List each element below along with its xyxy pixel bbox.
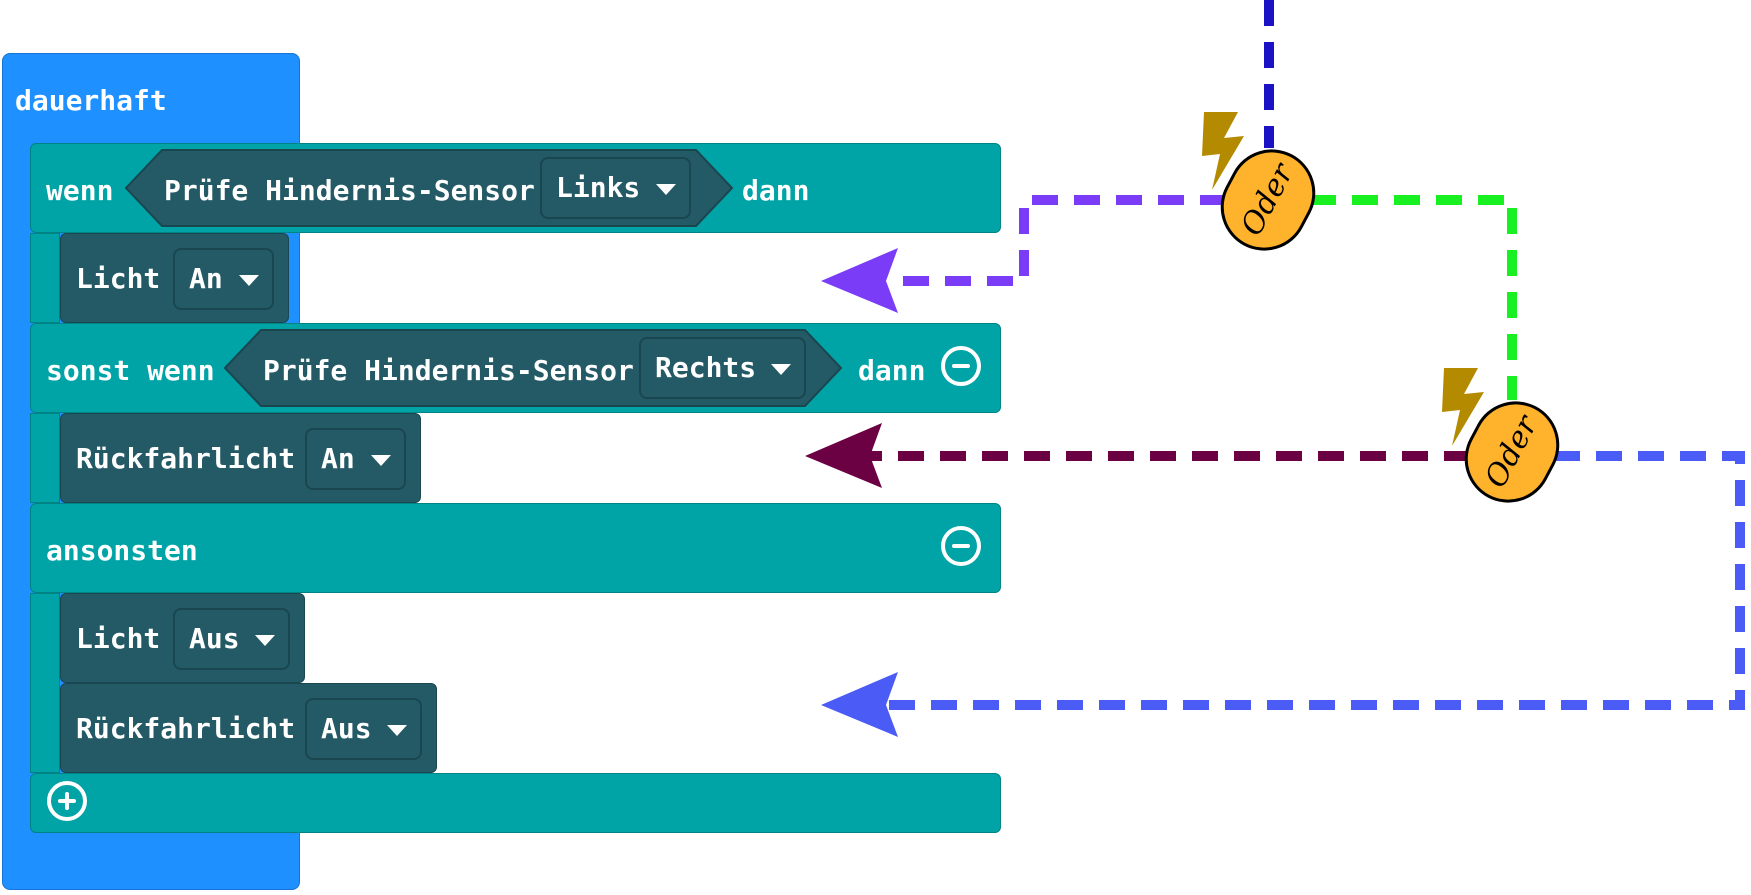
then-label: dann — [742, 174, 810, 207]
statement-4-value: Aus — [321, 712, 372, 745]
condition-1-label: Prüfe Hindernis-Sensor — [164, 174, 535, 207]
add-branch-button[interactable] — [47, 781, 87, 821]
condition-2-dropdown[interactable]: Rechts — [639, 337, 806, 399]
elseif-label: sonst wenn — [46, 354, 215, 387]
statement-4-dropdown[interactable]: Aus — [305, 698, 422, 760]
statement-1-dropdown[interactable]: An — [173, 248, 274, 310]
statement-2-value: An — [321, 442, 355, 475]
caret-down-icon — [387, 725, 407, 736]
else-label: ansonsten — [46, 534, 198, 567]
statement-rueckfahrlicht-aus[interactable]: Rückfahrlicht Aus — [60, 683, 437, 773]
condition-1-value: Links — [556, 171, 641, 204]
statement-rueckfahrlicht-an[interactable]: Rückfahrlicht An — [60, 413, 421, 503]
caret-down-icon — [771, 364, 791, 375]
caret-down-icon — [656, 184, 676, 195]
if-label: wenn — [46, 174, 114, 207]
lightning-bolt-icon — [1442, 368, 1484, 446]
forever-label: dauerhaft — [15, 84, 167, 117]
statement-2-label: Rückfahrlicht — [76, 442, 296, 475]
blue-connector-line — [888, 451, 1745, 710]
remove-elseif-button[interactable] — [941, 346, 981, 386]
then-label-2: dann — [858, 354, 926, 387]
oder-badge-1 — [1220, 149, 1316, 251]
condition-1-dropdown[interactable]: Links — [540, 157, 691, 219]
caret-down-icon — [255, 635, 275, 646]
if-footer — [30, 773, 1001, 833]
statement-4-label: Rückfahrlicht — [76, 712, 296, 745]
statement-licht-aus[interactable]: Licht Aus — [60, 593, 305, 683]
purple-connector-line — [888, 195, 1268, 286]
arrow-head-icon — [805, 423, 882, 488]
arrow-head-icon — [821, 672, 898, 737]
remove-else-button[interactable] — [941, 526, 981, 566]
statement-3-value: Aus — [189, 622, 240, 655]
statement-3-dropdown[interactable]: Aus — [173, 608, 290, 670]
arrow-head-icon — [821, 248, 898, 313]
if-spine-3 — [30, 593, 60, 773]
lightning-bolt-icon — [1202, 112, 1244, 190]
caret-down-icon — [371, 455, 391, 466]
if-spine-1 — [30, 233, 60, 323]
statement-1-value: An — [189, 262, 223, 295]
condition-2-value: Rechts — [655, 351, 757, 384]
condition-2-label: Prüfe Hindernis-Sensor — [263, 354, 634, 387]
statement-1-label: Licht — [76, 262, 161, 295]
oder-badge-2 — [1464, 401, 1560, 503]
if-spine-2 — [30, 413, 60, 503]
statement-2-dropdown[interactable]: An — [305, 428, 406, 490]
statement-3-label: Licht — [76, 622, 161, 655]
statement-licht-an[interactable]: Licht An — [60, 233, 289, 323]
else-header[interactable] — [30, 503, 1001, 593]
caret-down-icon — [239, 275, 259, 286]
